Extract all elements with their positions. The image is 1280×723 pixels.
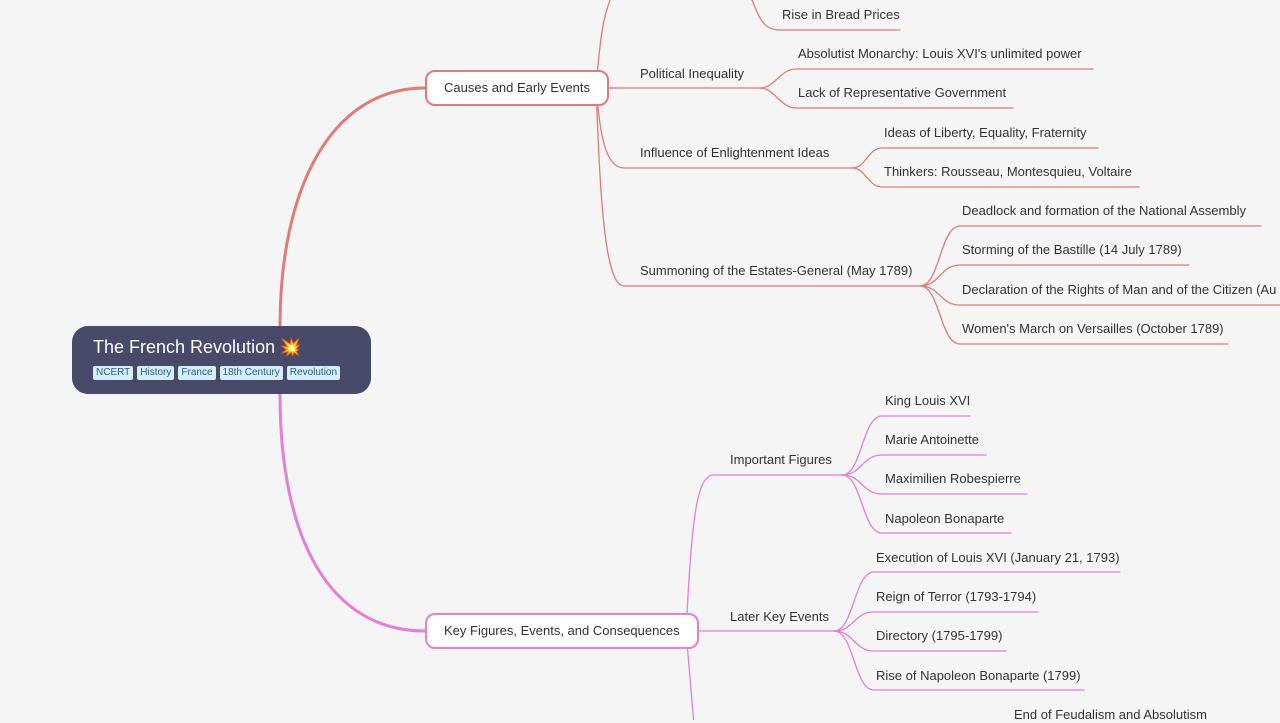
tag[interactable]: 18th Century — [219, 366, 283, 380]
node-estates-general[interactable]: Summoning of the Estates-General (May 17… — [640, 263, 913, 278]
root-topic[interactable]: The French Revolution💥 NCERT History Fra… — [72, 326, 371, 394]
node-absolutist-monarchy[interactable]: Absolutist Monarchy: Louis XVI's unlimit… — [798, 46, 1082, 61]
explosion-icon: 💥 — [279, 337, 302, 357]
tag[interactable]: NCERT — [93, 366, 134, 380]
topic-causes-early-events[interactable]: Causes and Early Events — [425, 70, 609, 106]
node-enlightenment-ideas[interactable]: Influence of Enlightenment Ideas — [640, 145, 830, 160]
tag[interactable]: History — [137, 366, 175, 380]
node-louis-xvi[interactable]: King Louis XVI — [885, 393, 971, 408]
node-national-assembly[interactable]: Deadlock and formation of the National A… — [962, 203, 1246, 218]
node-reign-of-terror[interactable]: Reign of Terror (1793-1794) — [876, 589, 1037, 604]
node-storming-bastille[interactable]: Storming of the Bastille (14 July 1789) — [962, 242, 1182, 257]
node-important-figures[interactable]: Important Figures — [730, 452, 832, 467]
connector-root-causes — [278, 86, 427, 328]
tag[interactable]: France — [178, 366, 216, 380]
node-thinkers[interactable]: Thinkers: Rousseau, Montesquieu, Voltair… — [884, 164, 1132, 179]
tag[interactable]: Revolution — [286, 366, 341, 380]
node-directory[interactable]: Directory (1795-1799) — [876, 628, 1003, 643]
tag-list: NCERT History France 18th Century Revolu… — [93, 366, 371, 380]
node-later-key-events[interactable]: Later Key Events — [730, 609, 829, 624]
node-declaration-rights[interactable]: Declaration of the Rights of Man and of … — [962, 282, 1277, 297]
node-napoleon[interactable]: Napoleon Bonaparte — [885, 511, 1005, 526]
connector-root-key-figures — [278, 392, 427, 633]
node-lack-representative-government[interactable]: Lack of Representative Government — [798, 85, 1007, 100]
node-womens-march[interactable]: Women's March on Versailles (October 178… — [962, 321, 1224, 336]
node-robespierre[interactable]: Maximilien Robespierre — [885, 471, 1021, 486]
root-title-text: The French Revolution — [93, 337, 276, 357]
node-marie-antoinette[interactable]: Marie Antoinette — [885, 432, 979, 447]
node-rise-bread-prices[interactable]: Rise in Bread Prices — [782, 7, 900, 22]
node-political-inequality[interactable]: Political Inequality — [640, 66, 745, 81]
node-rise-napoleon[interactable]: Rise of Napoleon Bonaparte (1799) — [876, 668, 1081, 683]
topic-key-figures-events[interactable]: Key Figures, Events, and Consequences — [425, 613, 699, 649]
node-liberty-equality-fraternity[interactable]: Ideas of Liberty, Equality, Fraternity — [884, 125, 1087, 140]
node-end-feudalism[interactable]: End of Feudalism and Absolutism — [1014, 707, 1207, 722]
node-execution-louis[interactable]: Execution of Louis XVI (January 21, 1793… — [876, 550, 1120, 565]
root-title: The French Revolution💥 — [93, 336, 371, 358]
